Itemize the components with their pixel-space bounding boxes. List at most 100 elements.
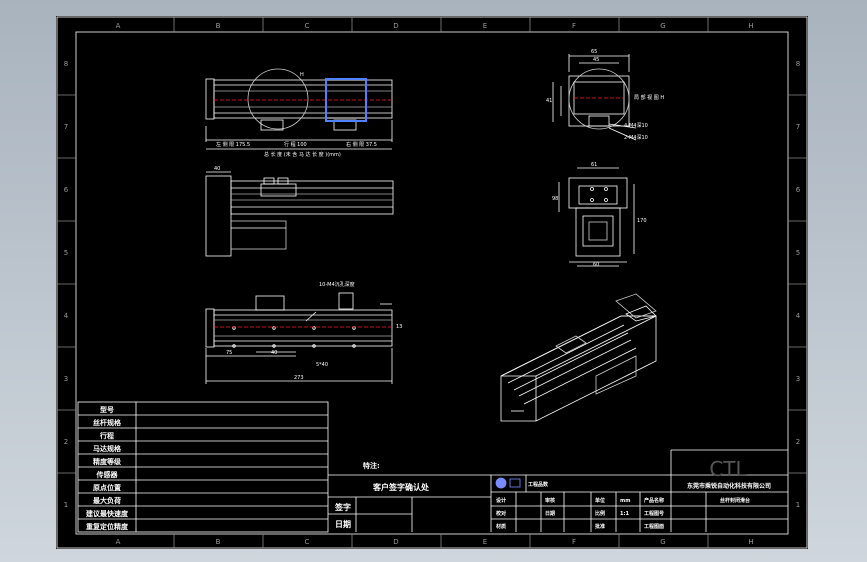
row-label: 2: [64, 438, 68, 446]
title-block-texts: 工程品数 CTL 东莞市乘锐自动化科技有限公司 设计 审核 单位 mm 产品名称…: [496, 457, 771, 530]
spec-label: 最大负荷: [93, 496, 121, 505]
spec-label: 重复定位精度: [86, 522, 129, 531]
date-label: 日期: [335, 519, 351, 529]
row-label: 4: [796, 312, 801, 320]
spec-label: 丝杆规格: [93, 418, 122, 427]
dim-text: 65: [591, 49, 597, 55]
dim-text: 总 长 度 (未 含 马 达 长 度 )(mm): [264, 151, 341, 158]
row-label: 4: [64, 312, 69, 320]
spec-label: 原点位置: [93, 483, 121, 492]
unit-label: 单位: [595, 497, 605, 504]
row-label: 6: [64, 186, 69, 194]
dimension-texts: 左 侧 限 175.5 行 程 100 右 侧 限 37.5 总 长 度 (未 …: [214, 49, 664, 381]
spec-label: 建议最快速度: [86, 509, 129, 518]
spec-label: 型号: [100, 405, 114, 414]
scale-label: 比例: [595, 510, 605, 517]
zone-ticks: [57, 17, 807, 548]
dim-text: 273: [294, 375, 304, 381]
dim-text: 5*40: [316, 362, 328, 368]
col-label: E: [483, 538, 487, 546]
dim-text: 41: [546, 98, 552, 104]
top-view[interactable]: [205, 68, 393, 150]
dim-text: 75: [226, 350, 232, 356]
row-label: 6: [796, 186, 801, 194]
row-label: 8: [796, 60, 800, 68]
col-label: B: [216, 538, 221, 546]
product-name-value: 丝杆封闭滑台: [720, 497, 750, 504]
projection-circle-icon: [495, 477, 507, 489]
col-label: G: [660, 22, 665, 30]
inner-border: [75, 31, 789, 535]
col-label: F: [572, 22, 576, 30]
dim-text: 10-M4沉孔深度: [319, 281, 355, 288]
row-label: 5: [796, 249, 800, 257]
dim-text: H: [300, 72, 304, 78]
row-label: 3: [64, 375, 68, 383]
front-view[interactable]: [558, 167, 635, 267]
dim-text: 45: [593, 57, 599, 63]
confirm-texts: 特注: 客户签字确认处 签字 日期: [334, 461, 430, 529]
dim-text: 60: [593, 262, 599, 268]
product-name-label: 产品名称: [644, 497, 664, 504]
col-label: H: [748, 22, 753, 30]
row-label: 5: [64, 249, 68, 257]
col-label: B: [216, 22, 221, 30]
row-label: 7: [796, 123, 800, 131]
confirm-block: [328, 474, 788, 532]
col-label: E: [483, 22, 487, 30]
selection-highlight[interactable]: [325, 78, 367, 122]
row-label: 8: [64, 60, 68, 68]
projection-cone-icon: [509, 478, 521, 488]
end-view[interactable]: [552, 54, 637, 141]
col-label: D: [393, 538, 398, 546]
border-labels: A B C D E F G H A B C D E F G H 8 7 6 5 …: [64, 22, 801, 546]
dim-text: 98: [552, 196, 558, 202]
dim-text: 右 侧 限 37.5: [346, 141, 377, 148]
dim-text: 2-M4深10: [624, 134, 648, 141]
col-label: A: [116, 538, 121, 546]
dim-text: 局 部 视 图 H: [634, 94, 664, 101]
spec-label: 行程: [99, 431, 114, 440]
drawing-no-label: 工程图号: [644, 510, 664, 517]
dim-text: 61: [591, 162, 597, 168]
row-label: 1: [64, 501, 68, 509]
check-label: 校对: [496, 510, 506, 517]
spec-table: [77, 401, 329, 533]
unit-value: mm: [620, 498, 630, 504]
dim-text: 行 程 100: [284, 141, 307, 148]
isometric-view[interactable]: [500, 293, 657, 422]
bottom-view[interactable]: [205, 292, 393, 384]
row-label: 1: [796, 501, 800, 509]
dim-text: 13: [396, 324, 402, 330]
design-label: 设计: [496, 497, 506, 504]
spec-label: 传感器: [96, 470, 119, 479]
dim-text: 4-M4深10: [624, 122, 648, 129]
col-label: D: [393, 22, 398, 30]
row-label: 3: [796, 375, 800, 383]
row-label: 7: [64, 123, 68, 131]
note-label: 特注:: [363, 461, 380, 470]
spec-labels: 型号 丝杆规格 行程 马达规格 精度等级 传感器 原点位置 最大负荷 建议最快速…: [86, 405, 129, 531]
col-label: F: [572, 538, 576, 546]
spec-label: 马达规格: [93, 444, 122, 453]
side-view[interactable]: [205, 171, 394, 257]
col-label: G: [660, 538, 665, 546]
scale-value: 1:1: [620, 511, 629, 517]
dim-text: 左 侧 限 175.5: [216, 141, 250, 148]
projection-label: 工程品数: [528, 481, 549, 488]
outer-border: [56, 16, 808, 549]
sign-label: 签字: [334, 502, 351, 512]
row-label: 2: [796, 438, 800, 446]
col-label: C: [305, 538, 310, 546]
drawing-face-label: 工程图面: [644, 523, 664, 530]
spec-label: 精度等级: [93, 457, 122, 466]
col-label: A: [116, 22, 121, 30]
dim-text: 170: [637, 218, 647, 224]
col-label: H: [748, 538, 753, 546]
cad-drawing[interactable]: A B C D E F G H A B C D E F G H 8 7 6 5 …: [56, 16, 808, 549]
confirm-label: 客户签字确认处: [372, 482, 430, 492]
date-field-label: 日期: [545, 510, 555, 517]
dim-text: 40: [271, 350, 277, 356]
approve-label: 批准: [595, 523, 605, 530]
company-logo: CTL: [709, 457, 747, 481]
